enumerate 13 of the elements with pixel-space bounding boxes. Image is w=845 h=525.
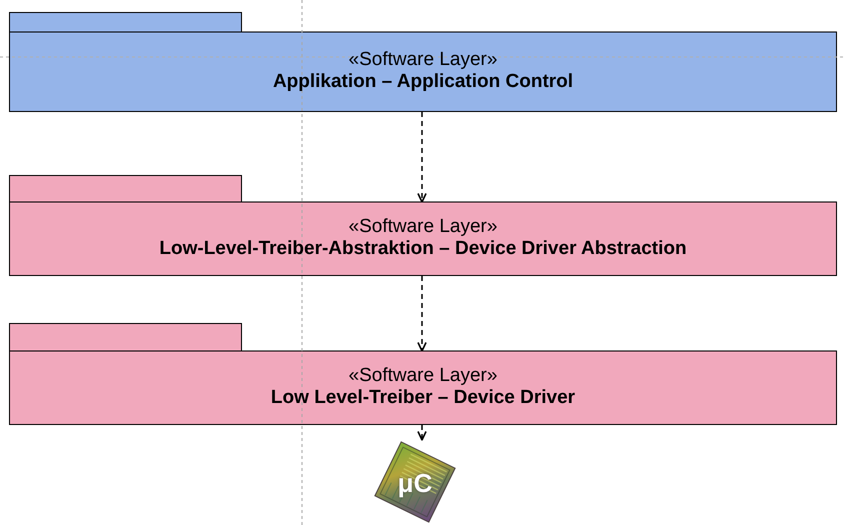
uml-package [9, 175, 837, 276]
stereotype-label: «Software Layer» [348, 365, 498, 387]
chip-label: μC [398, 469, 432, 498]
package-name: Low Level-Treiber – Device Driver [270, 387, 576, 409]
package-name: Low-Level-Treiber-Abstraktion – Device Driver Abstraction [159, 238, 687, 260]
stereotype-label: «Software Layer» [348, 216, 498, 238]
dashed-arrow [417, 425, 427, 441]
dashed-arrow [417, 112, 427, 203]
dashed-arrow [417, 276, 427, 352]
stereotype-label: «Software Layer» [348, 49, 498, 71]
uml-package [9, 323, 837, 425]
uml-package [9, 12, 837, 112]
package-name: Applikation – Application Control [272, 71, 574, 93]
